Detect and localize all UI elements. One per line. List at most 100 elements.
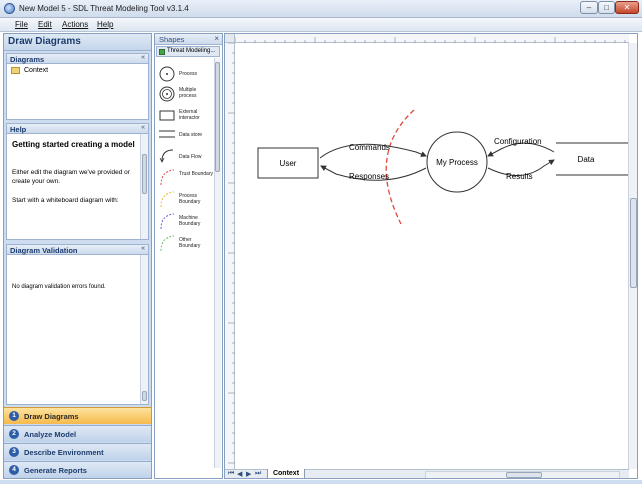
ruler-ticks [228, 42, 235, 464]
menu-help[interactable]: Help [97, 20, 114, 29]
nav-generate-reports[interactable]: 4 Generate Reports [4, 461, 151, 478]
menu-edit[interactable]: Edit [38, 20, 52, 29]
node-label-process: My Process [436, 158, 478, 167]
other-boundary-icon[interactable] [159, 234, 175, 254]
trust-boundary-icon[interactable] [159, 168, 175, 188]
help-content: Getting started creating a model Either … [6, 134, 149, 240]
data-store-icon[interactable] [159, 130, 175, 140]
ruler-corner [225, 34, 235, 43]
multiple-process-icon[interactable] [159, 86, 175, 104]
flow-responses[interactable] [320, 165, 427, 181]
shape-label: Data Flow [179, 154, 202, 160]
app-icon [4, 3, 15, 14]
canvas-horizontal-scrollbar[interactable] [425, 471, 620, 478]
collapse-icon[interactable]: « [141, 124, 145, 131]
window-title: New Model 5 - SDL Threat Modeling Tool v… [19, 4, 189, 13]
title-bar: New Model 5 - SDL Threat Modeling Tool v… [0, 0, 642, 18]
flow-results[interactable] [487, 159, 555, 176]
diagrams-section-header[interactable]: Diagrams « [6, 53, 149, 64]
help-scrollbar-thumb[interactable] [142, 154, 147, 194]
nav-label: Describe Environment [24, 448, 104, 457]
canvas-vertical-scrollbar[interactable] [628, 43, 637, 469]
trust-boundary[interactable] [385, 109, 415, 225]
shape-label: Multiple process [179, 87, 197, 99]
menu-actions[interactable]: Actions [62, 20, 89, 29]
help-paragraph: Either edit the diagram we've provided o… [12, 169, 130, 185]
shape-label: Process [179, 71, 198, 77]
diagram-item-label: Context [24, 67, 49, 74]
machine-boundary-icon[interactable] [159, 212, 175, 232]
nav-label: Analyze Model [24, 430, 77, 439]
ruler-horizontal [234, 34, 629, 43]
help-section-title: Help [10, 125, 27, 134]
left-panel: Draw Diagrams Diagrams « Context Help « … [3, 33, 152, 479]
help-scrollbar[interactable] [140, 134, 148, 239]
flow-label-responses: Responses [349, 172, 389, 181]
process-icon[interactable] [159, 66, 175, 84]
process-my-process[interactable] [426, 131, 488, 193]
diagram-item-context[interactable]: Context [9, 66, 148, 76]
validation-scrollbar-thumb[interactable] [142, 391, 147, 401]
node-label-data-store: Data [578, 155, 595, 164]
step-number: 3 [9, 447, 19, 457]
nav-analyze-model[interactable]: 2 Analyze Model [4, 425, 151, 442]
validation-scrollbar[interactable] [140, 255, 148, 404]
data-flow-icon[interactable] [159, 147, 175, 165]
last-page-button[interactable]: ⏭ [255, 470, 262, 477]
flow-label-commands: Commands [349, 143, 390, 152]
shape-label: Process Boundary [179, 193, 201, 205]
status-bar [0, 480, 642, 484]
external-interactor-icon[interactable] [159, 110, 175, 124]
shape-label: Trust Boundary [179, 171, 213, 177]
step-number: 2 [9, 429, 19, 439]
validation-content: No diagram validation errors found. [6, 255, 149, 405]
minimize-button[interactable]: – [580, 1, 598, 14]
shape-label: Machine Boundary [179, 215, 201, 227]
menu-bar: File Edit Actions Help [0, 18, 642, 32]
next-page-button[interactable]: ▶ [246, 471, 252, 478]
menu-file[interactable]: File [15, 20, 28, 29]
external-interactor-user[interactable] [257, 147, 319, 179]
validation-section-header[interactable]: Diagram Validation « [6, 244, 149, 255]
close-icon[interactable]: × [214, 34, 219, 43]
diagram-svg[interactable]: User My Process Data Commands Responses … [236, 44, 628, 468]
node-label-user: User [280, 159, 297, 168]
help-paragraph: Start with a whiteboard diagram with: [12, 197, 119, 204]
folder-icon [11, 67, 20, 74]
close-button[interactable]: ✕ [615, 1, 639, 14]
previous-page-button[interactable]: ◀ [237, 471, 243, 478]
page-tab-bar: ⏮ ◀ ▶ ⏭ Context [225, 469, 629, 478]
canvas-horizontal-scrollbar-thumb[interactable] [506, 472, 542, 478]
shapes-scrollbar[interactable] [214, 58, 221, 468]
diagrams-section-title: Diagrams [10, 55, 45, 64]
step-number: 4 [9, 465, 19, 475]
shape-label: External interactor [179, 109, 200, 121]
validation-section-title: Diagram Validation [10, 246, 78, 255]
canvas-vertical-scrollbar-thumb[interactable] [630, 198, 637, 288]
left-panel-title: Draw Diagrams [8, 36, 81, 47]
shapes-panel: Shapes × Threat Modeling... Process Mult… [154, 33, 223, 479]
flow-commands[interactable] [319, 143, 427, 159]
shapes-scrollbar-thumb[interactable] [215, 62, 220, 172]
collapse-icon[interactable]: « [141, 54, 145, 61]
flow-configuration[interactable] [487, 142, 555, 157]
process-boundary-icon[interactable] [159, 190, 175, 210]
ruler-vertical [225, 42, 235, 469]
page-tab-context[interactable]: Context [267, 469, 305, 478]
help-section-header[interactable]: Help « [6, 123, 149, 134]
diagrams-list: Context [6, 64, 149, 120]
shapes-header: Shapes × [155, 34, 222, 45]
shape-label: Other Boundary [179, 237, 201, 249]
ruler-ticks [234, 37, 626, 43]
stencil-tab[interactable]: Threat Modeling... [156, 46, 220, 57]
stencil-icon [159, 49, 165, 55]
help-heading: Getting started creating a model [12, 140, 135, 149]
left-panel-header: Draw Diagrams [4, 34, 151, 51]
nav-describe-environment[interactable]: 3 Describe Environment [4, 443, 151, 460]
maximize-button[interactable]: □ [598, 1, 615, 14]
nav-draw-diagrams[interactable]: 1 Draw Diagrams [4, 407, 151, 424]
first-page-button[interactable]: ⏮ [228, 470, 235, 477]
shape-label: Data store [179, 132, 203, 138]
collapse-icon[interactable]: « [141, 245, 145, 252]
step-number: 1 [9, 411, 19, 421]
